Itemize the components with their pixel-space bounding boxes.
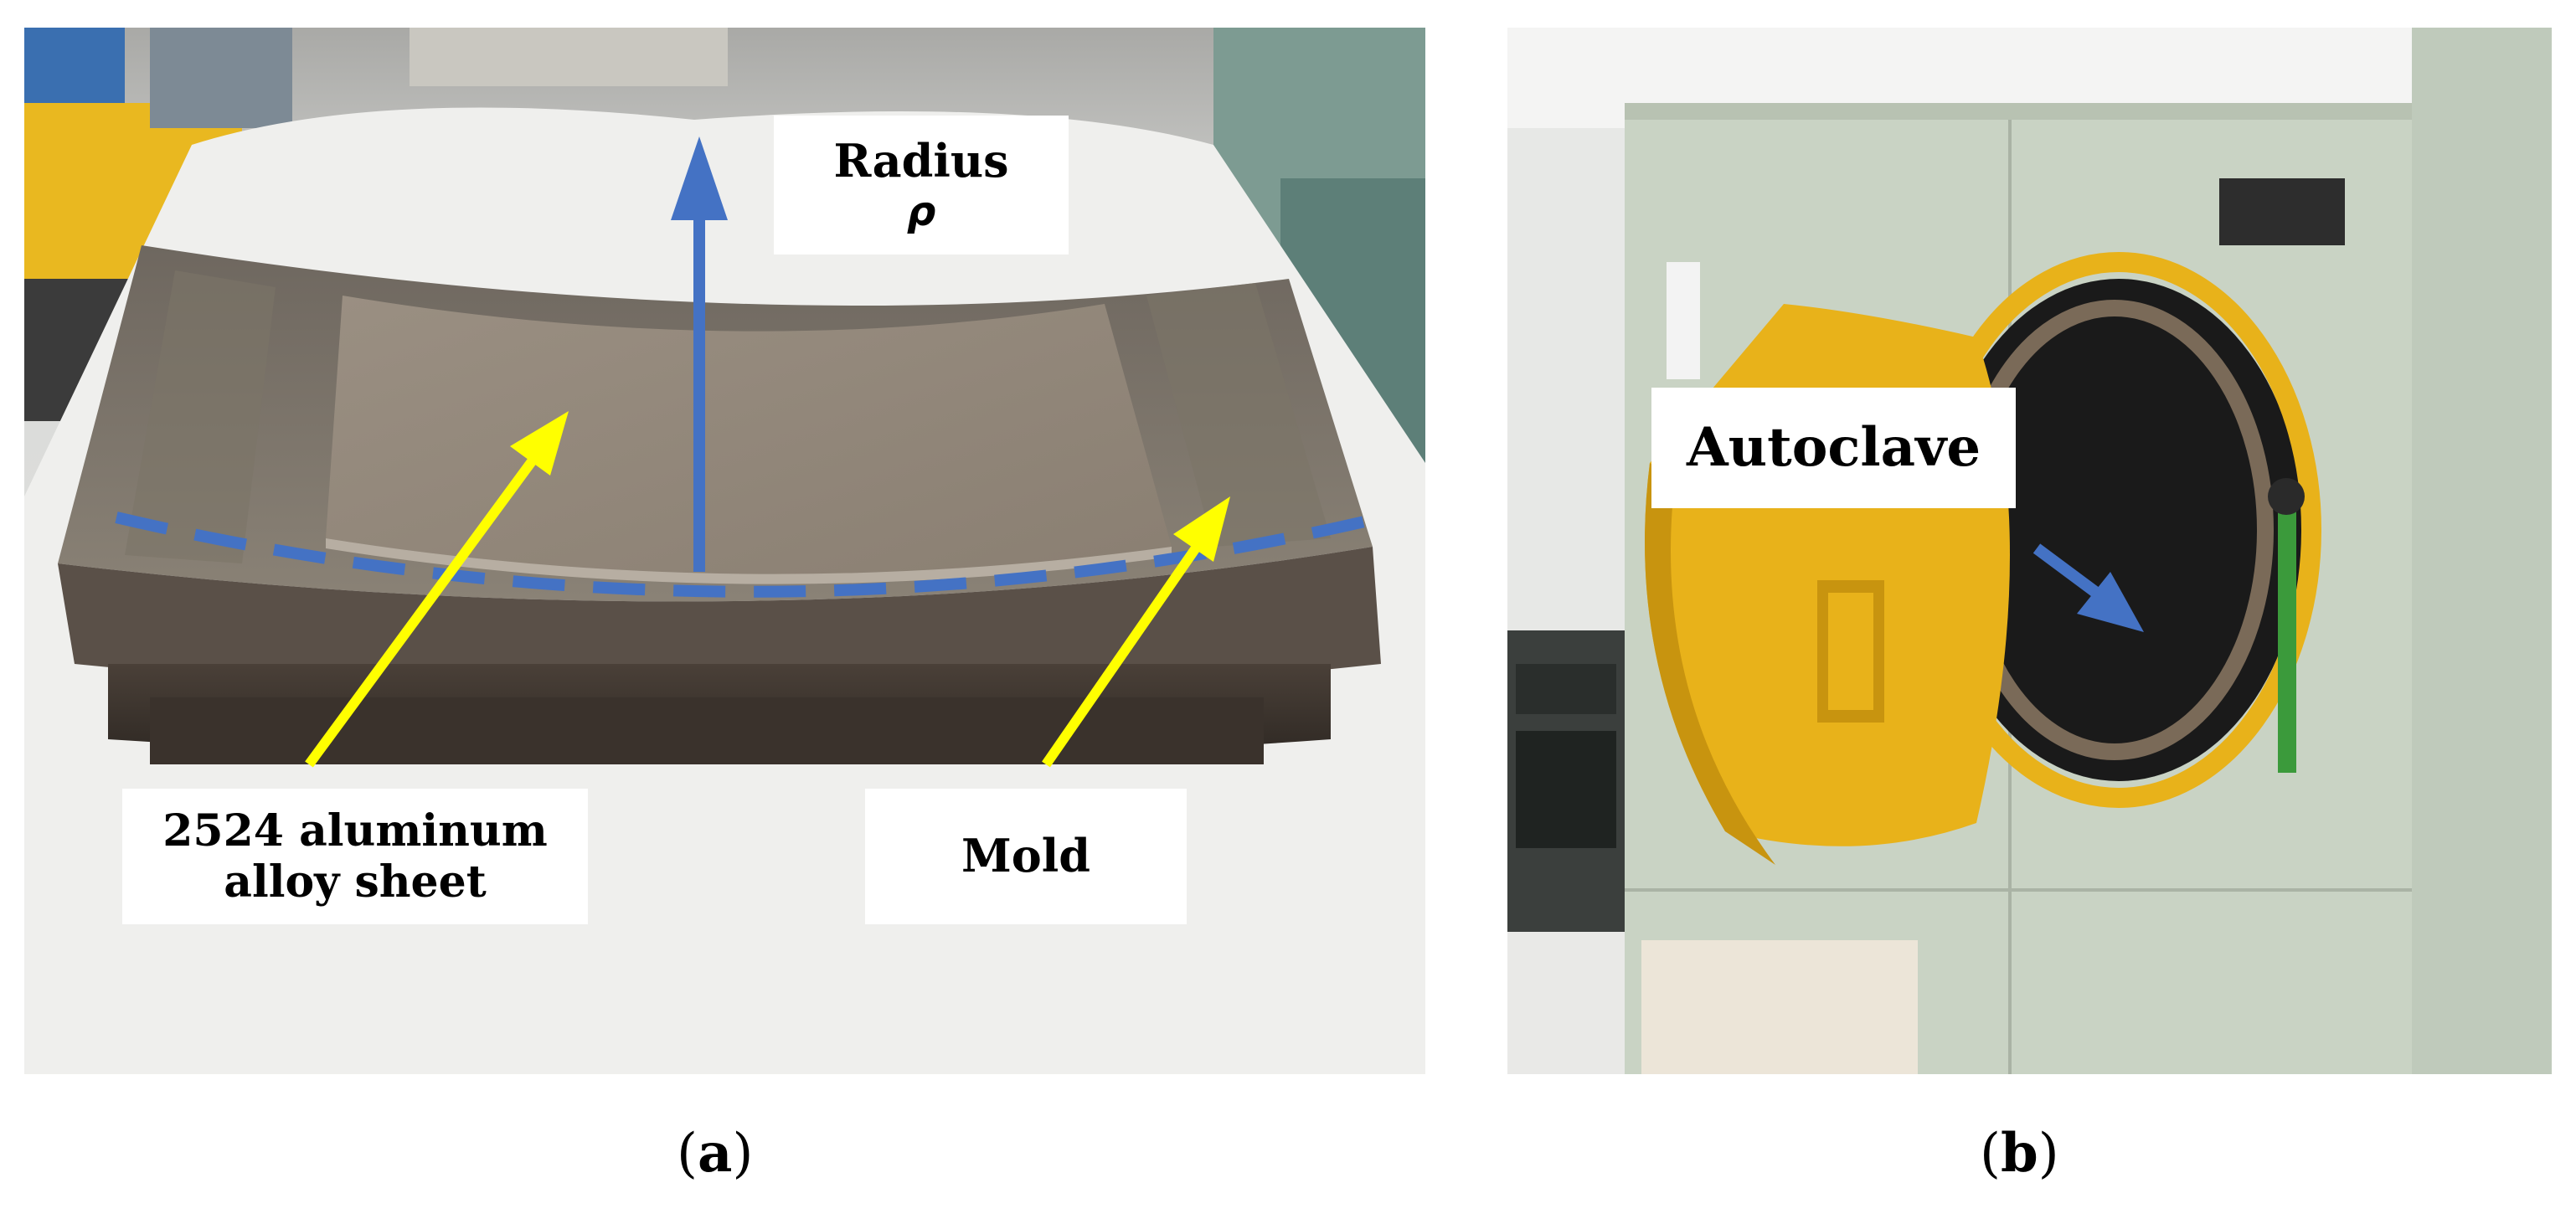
- aluminum-sheet-label-line2: alloy sheet: [224, 856, 487, 908]
- caption-b-open: (: [1980, 1123, 2001, 1185]
- radius-symbol: ρ: [906, 188, 936, 235]
- aluminum-sheet-label-line1: 2524 aluminum: [162, 805, 548, 856]
- mold-label-text: Mold: [961, 829, 1091, 883]
- caption-a: (a): [677, 1122, 753, 1185]
- mold-label: Mold: [865, 789, 1187, 924]
- radius-label: Radius ρ: [774, 116, 1069, 255]
- radius-label-text: Radius: [833, 133, 1009, 188]
- caption-a-open: (: [677, 1123, 698, 1185]
- mold-photo-drawing: [24, 28, 1425, 1074]
- caption-b-letter: b: [2000, 1122, 2038, 1185]
- autoclave-label-text: Autoclave: [1686, 416, 1981, 480]
- caption-a-close: ): [732, 1123, 754, 1185]
- caption-a-letter: a: [697, 1122, 733, 1185]
- caption-b: (b): [1980, 1122, 2059, 1185]
- autoclave-photo: [1507, 28, 2552, 1074]
- autoclave-label: Autoclave: [1651, 388, 2016, 508]
- autoclave-photo-drawing: [1507, 28, 2552, 1074]
- mold-photo: [24, 28, 1425, 1074]
- aluminum-sheet-label: 2524 aluminum alloy sheet: [122, 789, 588, 924]
- caption-b-close: ): [2038, 1123, 2059, 1185]
